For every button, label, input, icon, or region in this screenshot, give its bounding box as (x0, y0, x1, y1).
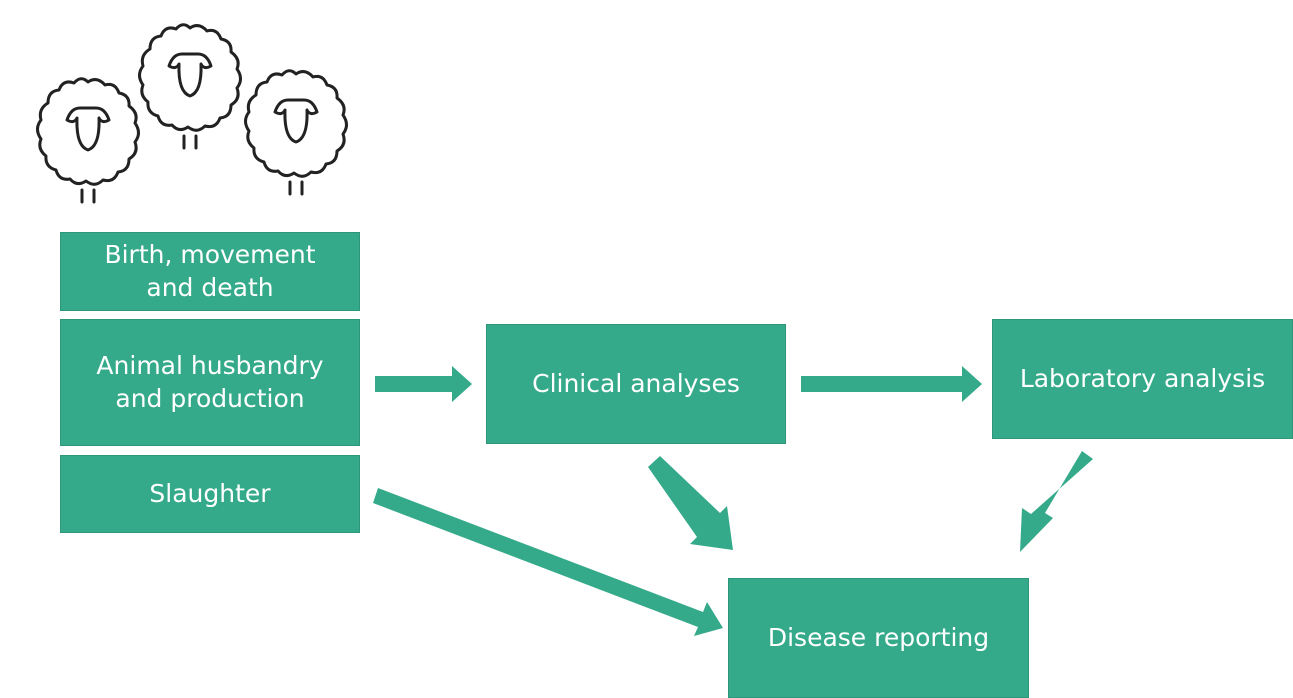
arrow-laboratory-to-disease (1020, 451, 1093, 552)
node-label: Disease reporting (767, 622, 990, 652)
node-slaughter: Slaughter (60, 455, 360, 533)
node-laboratory-analysis: Laboratory analysis (992, 319, 1293, 439)
arrow-slaughter-to-disease (373, 488, 723, 636)
node-birth-movement-death: Birth, movement and death (60, 232, 360, 311)
node-label: Slaughter (149, 478, 271, 508)
arrow-clinical-to-disease (648, 456, 733, 550)
node-label: Animal husbandry and production (96, 351, 324, 413)
sheep-icon (138, 23, 242, 150)
node-disease-reporting: Disease reporting (728, 578, 1029, 698)
arrow-clinical-to-laboratory (801, 366, 982, 402)
node-label: Laboratory analysis (1019, 363, 1266, 393)
sheep-icon (36, 77, 140, 204)
arrow-husbandry-to-clinical (375, 366, 472, 402)
node-clinical-analyses: Clinical analyses (486, 324, 786, 444)
sheep-icon (244, 69, 348, 196)
node-label: Birth, movement and death (104, 240, 316, 302)
node-animal-husbandry: Animal husbandry and production (60, 319, 360, 446)
node-label: Clinical analyses (532, 368, 740, 398)
